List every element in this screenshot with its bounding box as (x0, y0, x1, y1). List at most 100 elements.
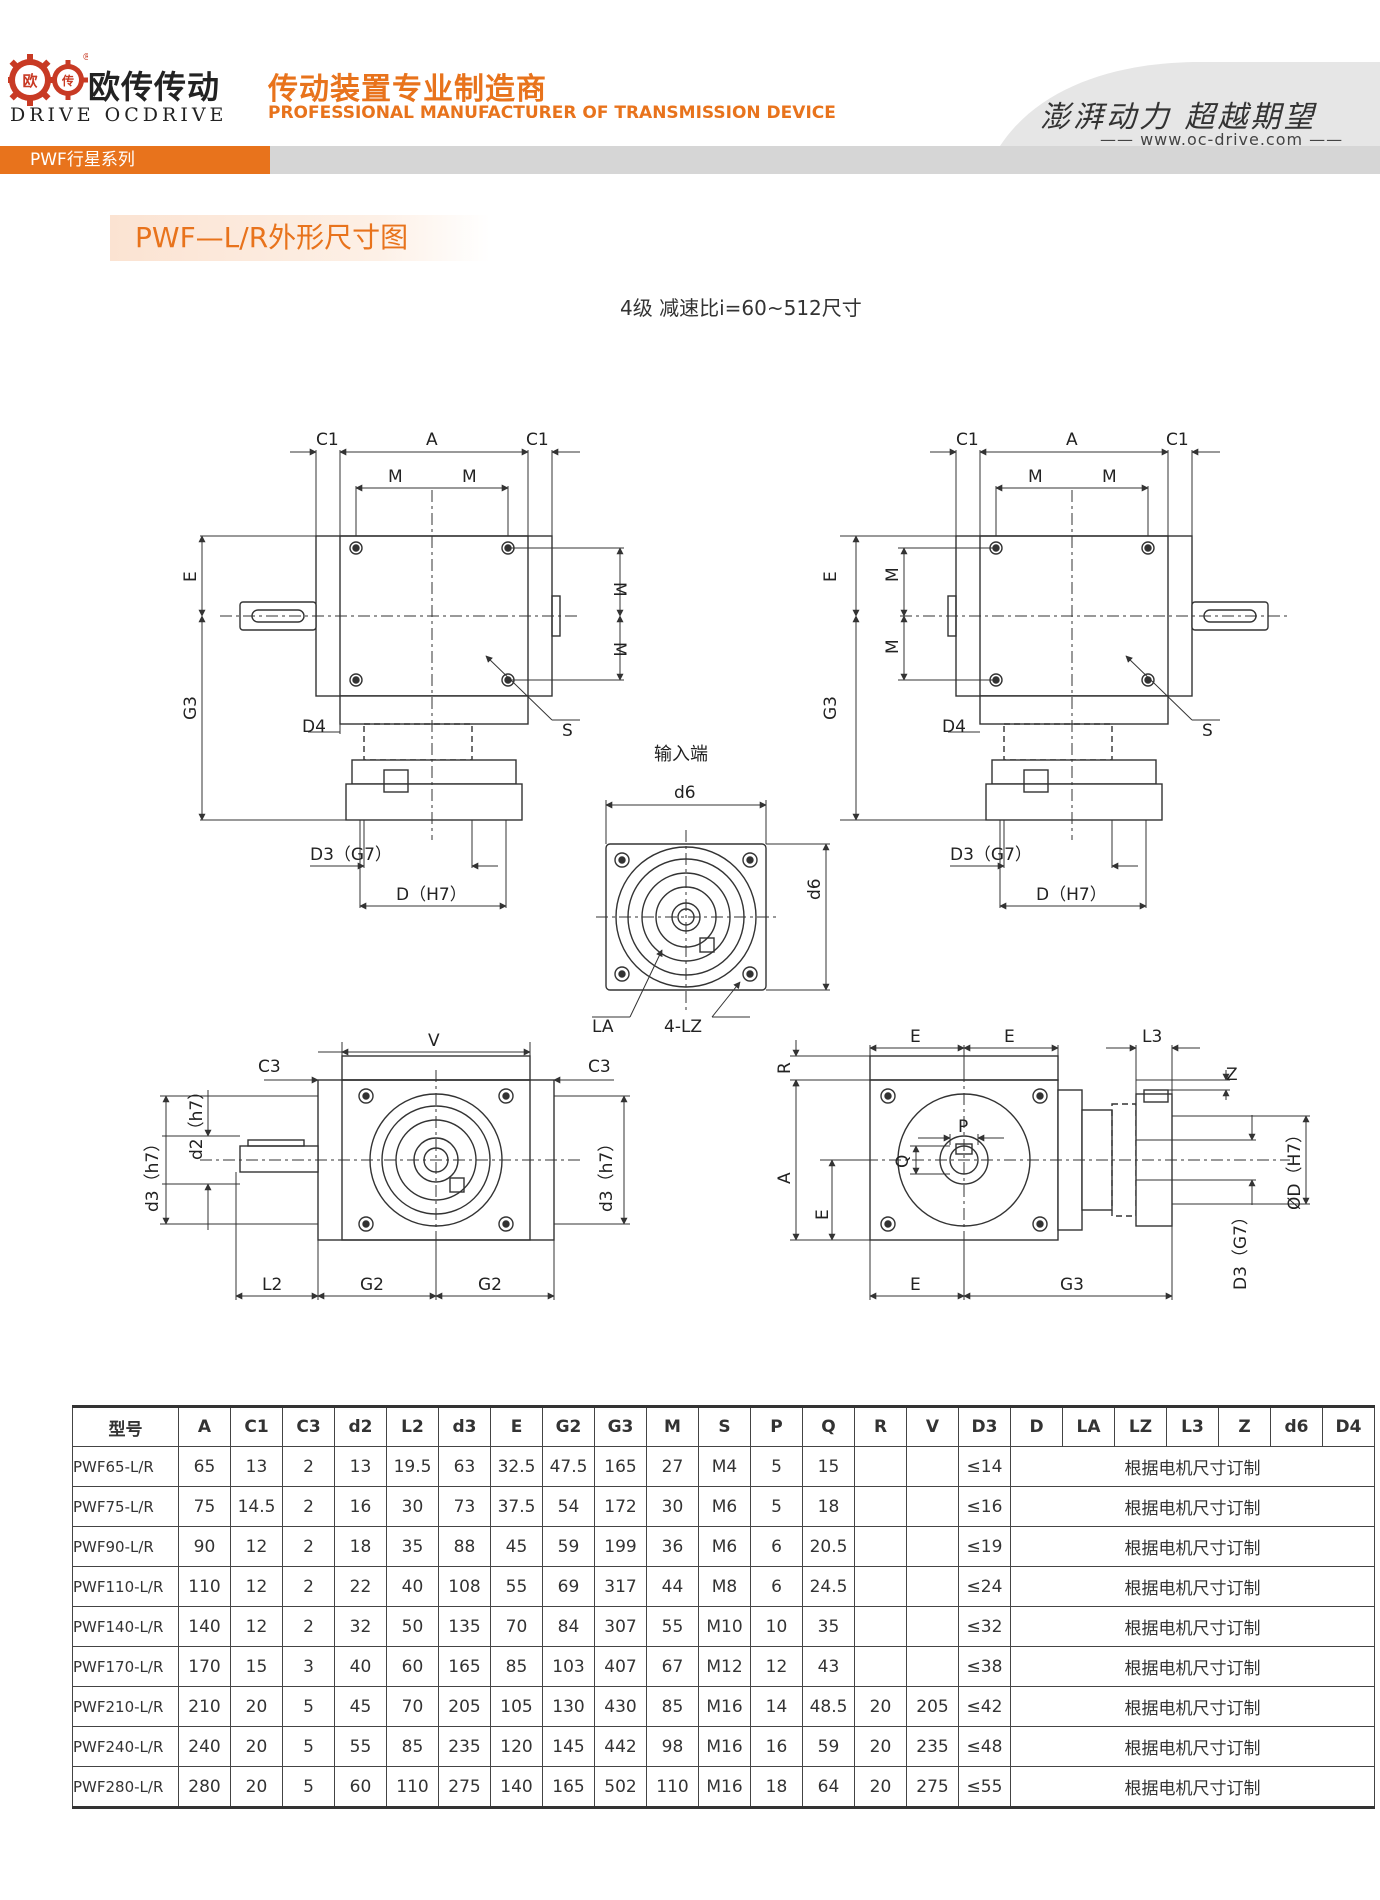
table-cell: 43 (802, 1646, 855, 1687)
table-cell: M6 (698, 1486, 751, 1527)
custom-note-cell: 根据电机尺寸订制 (1010, 1686, 1375, 1727)
slogan: 澎湃动力 超越期望 (1040, 100, 1317, 135)
table-cell: 317 (594, 1566, 647, 1607)
table-cell: 85 (646, 1686, 699, 1727)
table-cell: ≤55 (958, 1766, 1011, 1809)
dim-label-e: E (821, 571, 841, 582)
dim-label-z: Z (1226, 1065, 1238, 1085)
table-cell: ≤19 (958, 1526, 1011, 1567)
svg-text:®: ® (82, 52, 88, 63)
ratio-subtitle: 4级 减速比i=60~512尺寸 (620, 296, 862, 320)
dim-label-d2-h7: d2（h7） (187, 1083, 207, 1160)
table-cell: 16 (334, 1486, 387, 1527)
table-cell: 27 (646, 1446, 699, 1487)
table-cell: 90 (178, 1526, 231, 1567)
table-cell: 275 (906, 1766, 959, 1809)
dim-label-g2: G2 (360, 1275, 384, 1295)
dim-label-m: M (883, 567, 903, 582)
table-cell: 75 (178, 1486, 231, 1527)
column-header: d3 (438, 1405, 491, 1447)
table-cell: 37.5 (490, 1486, 543, 1527)
table-cell: 35 (802, 1606, 855, 1647)
table-cell: M4 (698, 1446, 751, 1487)
table-cell: 24.5 (802, 1566, 855, 1607)
brand-name-en: DRIVE OCDRIVE (10, 104, 228, 126)
dim-label-d3-g7: D3（G7） (310, 845, 392, 865)
table-cell: M12 (698, 1646, 751, 1687)
dim-label-m: M (462, 467, 477, 487)
table-cell: 2 (282, 1526, 335, 1567)
table-cell: 88 (438, 1526, 491, 1567)
series-tab: PWF行星系列 (0, 146, 270, 174)
table-cell: 47.5 (542, 1446, 595, 1487)
table-cell: 73 (438, 1486, 491, 1527)
column-header: G3 (594, 1405, 647, 1447)
table-cell (854, 1606, 907, 1647)
table-cell: M8 (698, 1566, 751, 1607)
table-cell: 14 (750, 1686, 803, 1727)
table-cell (854, 1526, 907, 1567)
table-cell: 15 (230, 1646, 283, 1687)
page-header: 欧 传 ® 欧传传动 DRIVE OCDRIVE 传动装置专业制造商 PROFE… (0, 0, 1380, 175)
table-cell: M6 (698, 1526, 751, 1567)
table-cell: 19.5 (386, 1446, 439, 1487)
column-header: C1 (230, 1405, 283, 1447)
column-header: D3 (958, 1405, 1011, 1447)
table-cell: 20 (854, 1766, 907, 1809)
table-cell: ≤42 (958, 1686, 1011, 1727)
dim-label-g3: G3 (181, 696, 201, 720)
table-cell: 64 (802, 1766, 855, 1809)
dim-label-a: A (1066, 430, 1078, 450)
table-cell: 210 (178, 1686, 231, 1727)
column-header: d2 (334, 1405, 387, 1447)
column-header: C3 (282, 1405, 335, 1447)
table-cell: 65 (178, 1446, 231, 1487)
table-cell: 240 (178, 1726, 231, 1767)
table-cell: ≤16 (958, 1486, 1011, 1527)
table-cell: 59 (802, 1726, 855, 1767)
table-cell: 165 (438, 1646, 491, 1687)
table-cell: ≤48 (958, 1726, 1011, 1767)
table-cell: 18 (334, 1526, 387, 1567)
table-cell: 35 (386, 1526, 439, 1567)
column-header: LA (1062, 1405, 1115, 1447)
section-title: PWF—L/R外形尺寸图 (110, 215, 490, 261)
dim-label-m: M (1028, 467, 1043, 487)
dim-label-l2: L2 (262, 1275, 282, 1295)
column-header: A (178, 1405, 231, 1447)
dim-label-d4: D4 (942, 717, 966, 737)
column-header: Z (1218, 1405, 1271, 1447)
dim-label-4-lz: 4-LZ (664, 1017, 702, 1037)
table-cell: 5 (750, 1446, 803, 1487)
table-cell: 85 (490, 1646, 543, 1687)
dim-label-s: S (1202, 721, 1213, 741)
dim-label-d3-h7: d3（h7） (597, 1135, 617, 1212)
dim-label-a: A (775, 1172, 795, 1184)
table-cell (906, 1446, 959, 1487)
table-cell: 59 (542, 1526, 595, 1567)
table-cell: 13 (230, 1446, 283, 1487)
dim-label-a: A (426, 430, 438, 450)
website-url[interactable]: —— www.oc-drive.com —— (1100, 130, 1344, 149)
table-cell (854, 1646, 907, 1687)
column-header: Q (802, 1405, 855, 1447)
dim-label-e: E (910, 1275, 921, 1295)
table-cell: 70 (490, 1606, 543, 1647)
dim-label-c3: C3 (588, 1057, 611, 1077)
table-cell: 55 (646, 1606, 699, 1647)
header-background (0, 0, 1380, 146)
table-cell: 120 (490, 1726, 543, 1767)
table-cell (906, 1566, 959, 1607)
table-cell: M16 (698, 1726, 751, 1767)
dim-label-l3: L3 (1142, 1027, 1162, 1047)
dim-label-m: M (388, 467, 403, 487)
model-cell: PWF240-L/R (72, 1726, 179, 1767)
dim-label-s: S (562, 721, 573, 741)
table-cell: 280 (178, 1766, 231, 1809)
dim-label-g2: G2 (478, 1275, 502, 1295)
